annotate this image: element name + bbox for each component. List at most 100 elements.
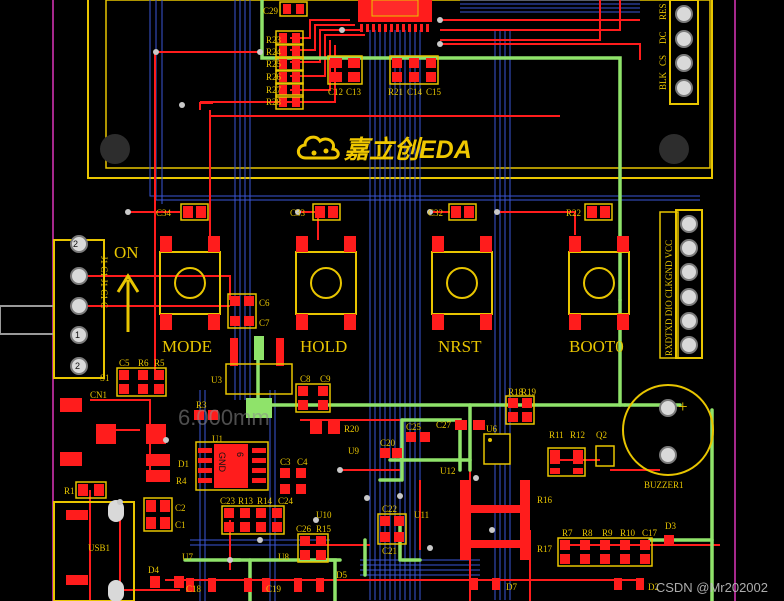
ref-c24: C24 — [278, 496, 294, 506]
ref-r28: R28 — [266, 97, 282, 107]
button-hold-label: HOLD — [300, 337, 347, 356]
top-ic — [358, 0, 432, 32]
dimension-ghost-text: 6.000mm — [178, 405, 270, 430]
ref-c3: C3 — [280, 457, 291, 467]
ref-c27: C27 — [436, 420, 452, 430]
ref-r8: R8 — [582, 528, 593, 538]
ref-c19: C19 — [266, 584, 282, 594]
ref-u9: U9 — [348, 446, 359, 456]
ref-r23: R23 — [266, 35, 282, 45]
ref-u11: U11 — [414, 510, 429, 520]
ref-d3: D3 — [665, 521, 676, 531]
ref-d7: D7 — [506, 582, 517, 592]
button-nrst-label: NRST — [438, 337, 482, 356]
ref-r26: R26 — [266, 72, 282, 82]
logo-text: 嘉立创EDA — [343, 136, 472, 164]
pin-res: RES — [658, 3, 668, 20]
button-hold[interactable]: HOLD — [295, 236, 357, 356]
ref-r19: R19 — [521, 387, 537, 397]
ref-r5: R5 — [154, 358, 165, 368]
mount-hole-right — [659, 134, 689, 164]
button-mode[interactable]: MODE — [159, 236, 221, 356]
ref-usb1: USB1 — [88, 543, 110, 553]
swd-header: RXDTXD DIO CLKGND VCC — [659, 209, 703, 359]
ref-c21: C21 — [382, 546, 397, 556]
pin-blk: BLK — [658, 71, 668, 90]
ref-c32: C32 — [428, 208, 443, 218]
buzzer: + BUZZER1 — [622, 384, 714, 490]
ref-r10: R10 — [620, 528, 636, 538]
ref-s1: S1 — [100, 373, 110, 383]
ref-c9: C9 — [320, 374, 331, 384]
ref-c18: C18 — [186, 584, 202, 594]
ref-r17: R17 — [537, 544, 553, 554]
ref-c8: C8 — [300, 374, 311, 384]
ref-r1: R1 — [64, 486, 75, 496]
button-boot0-label: BOOT0 — [569, 337, 624, 356]
pin-cs: CS — [658, 55, 668, 66]
ref-c23: C23 — [220, 496, 236, 506]
ic-u1: GND 6 — [195, 441, 269, 491]
ref-buzzer1: BUZZER1 — [644, 480, 684, 490]
passive-pads — [60, 58, 674, 592]
ref-c6: C6 — [259, 298, 270, 308]
ref-r12: R12 — [570, 430, 585, 440]
resistor-stack: R23 R24 R25 R26 R27 R28 C29 — [263, 1, 308, 110]
buzzer-plus: + — [678, 397, 688, 416]
ref-r18: R18 — [508, 387, 524, 397]
ic-u1-gnd: GND — [217, 452, 227, 473]
pin-dc: DC — [658, 31, 668, 44]
switch-num-2: 2 — [73, 239, 78, 249]
ref-c7: C7 — [259, 318, 270, 328]
switch-pin-text: J1 C1 J1 C1 C — [99, 256, 109, 308]
ref-u6: U6 — [486, 424, 497, 434]
ref-c4: C4 — [297, 457, 308, 467]
ref-c25: C25 — [406, 422, 422, 432]
ref-c17: C17 — [642, 528, 658, 538]
ref-c20: C20 — [380, 438, 396, 448]
button-boot0[interactable]: BOOT0 — [568, 236, 630, 356]
ref-u3: U3 — [211, 375, 222, 385]
reference-labels: C12 C13 R21 C14 C15 C34 C33 C32 R22 C6 C… — [64, 87, 676, 594]
ref-r16: R16 — [537, 495, 553, 505]
ref-d5: D5 — [336, 570, 347, 580]
ref-r27: R27 — [266, 85, 282, 95]
ref-c33: C33 — [290, 208, 306, 218]
ref-u10: U10 — [316, 510, 332, 520]
ref-r11: R11 — [549, 430, 564, 440]
ref-c2: C2 — [175, 503, 186, 513]
ref-c13: C13 — [346, 87, 362, 97]
ref-c14: C14 — [407, 87, 423, 97]
ref-d2: D2 — [648, 582, 659, 592]
ref-r24: R24 — [266, 47, 282, 57]
ic-u1-num: 6 — [235, 452, 245, 457]
ref-c5: C5 — [119, 358, 130, 368]
ref-c29: C29 — [263, 6, 279, 16]
ref-c12: C12 — [328, 87, 343, 97]
swd-pin-labels: RXDTXD DIO CLKGND VCC — [664, 240, 674, 356]
usb-connector — [53, 500, 135, 601]
ref-r21: R21 — [388, 87, 403, 97]
ref-u8: U8 — [278, 552, 289, 562]
display-pin-labels: BLK CS DC RES — [658, 3, 668, 90]
watermark: CSDN @Mr202002 — [655, 580, 768, 595]
vias — [117, 17, 500, 563]
ref-r20: R20 — [344, 424, 360, 434]
button-mode-label: MODE — [162, 337, 212, 356]
cloud-icon — [296, 135, 340, 160]
switch-on-label: ON — [114, 243, 139, 262]
eda-logo: 嘉立创EDA — [296, 135, 472, 164]
ref-c22: C22 — [382, 504, 397, 514]
mount-hole-left — [100, 134, 130, 164]
ref-d4: D4 — [148, 565, 159, 575]
button-nrst[interactable]: NRST — [431, 236, 493, 356]
ref-cn1: CN1 — [90, 390, 107, 400]
switch-num-1: 1 — [75, 330, 80, 340]
ref-r22: R22 — [566, 208, 581, 218]
ref-q2: Q2 — [596, 430, 607, 440]
ref-r14: R14 — [257, 496, 273, 506]
slide-switch-s1: 2 1 2 J1 C1 J1 C1 C ON S1 — [0, 235, 140, 383]
regulator-u3 — [246, 336, 272, 418]
ref-r25: R25 — [266, 59, 282, 69]
